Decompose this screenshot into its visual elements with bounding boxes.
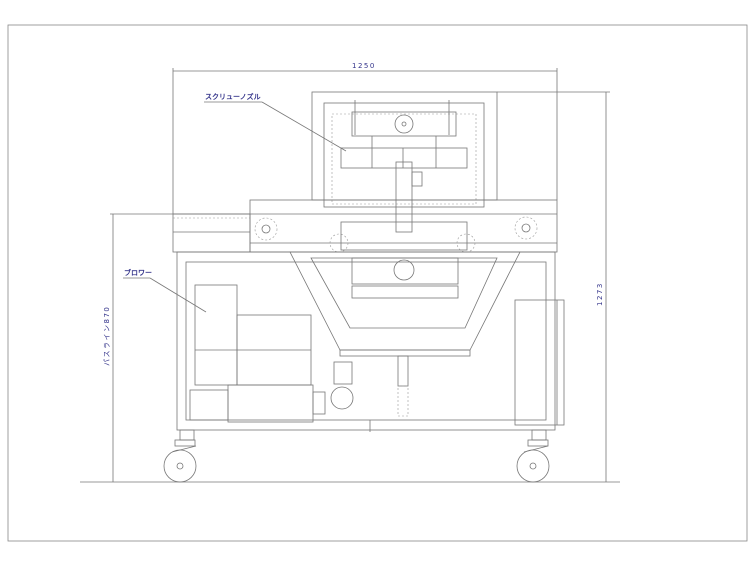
width-dimension: 1250 bbox=[172, 62, 558, 214]
caster-right bbox=[516, 439, 550, 483]
screw-nozzle-callout: スクリューノズル bbox=[204, 92, 347, 152]
blower bbox=[189, 284, 354, 423]
height-dimension-label: 1273 bbox=[596, 282, 604, 306]
caster-left bbox=[163, 439, 197, 483]
passline-dimension-label: パスライン870 bbox=[103, 306, 111, 366]
lower-frame bbox=[176, 251, 556, 441]
conveyor bbox=[172, 199, 558, 253]
blower-label: ブロワー bbox=[124, 268, 152, 277]
screw-nozzle-cabinet bbox=[311, 91, 498, 233]
screw-nozzle-label: スクリューノズル bbox=[205, 92, 261, 101]
control-panel bbox=[514, 299, 565, 426]
hopper bbox=[289, 251, 521, 417]
drawing-border bbox=[7, 24, 748, 542]
height-dimension: 1273 bbox=[497, 91, 610, 482]
width-dimension-label: 1250 bbox=[352, 62, 376, 70]
blower-callout: ブロワー bbox=[123, 268, 207, 313]
passline-dimension: パスライン870 bbox=[103, 213, 250, 482]
